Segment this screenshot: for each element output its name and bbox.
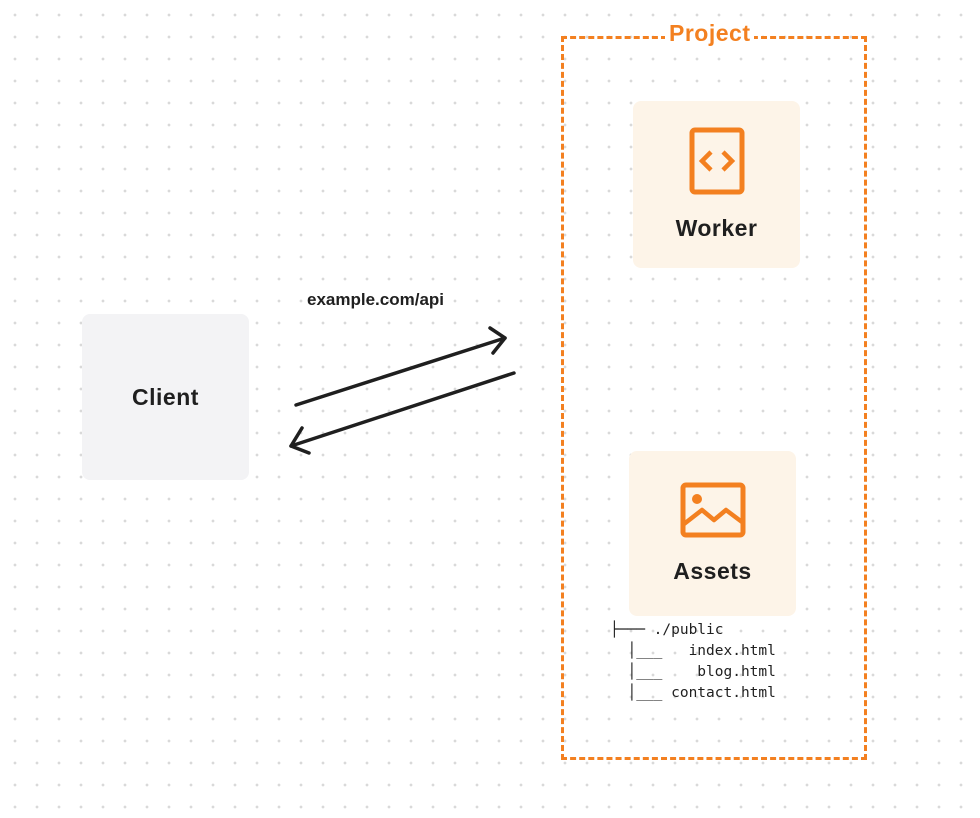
assets-node: Assets [629,451,796,616]
assets-file-tree: ├─── ./public │___ index.html │___ blog.… [610,620,776,704]
project-label: Project [665,20,755,47]
worker-label: Worker [675,215,758,241]
connection-label: example.com/api [307,290,445,309]
code-file-icon [689,127,744,195]
assets-label: Assets [673,558,752,584]
tree-line: │___ blog.html [610,664,776,680]
worker-node: Worker [633,101,800,268]
response-arrow [289,371,516,455]
tree-line: │___ contact.html [610,685,776,701]
client-label: Client [132,383,199,410]
tree-line: │___ index.html [610,643,776,659]
tree-line: ├─── ./public [610,622,724,638]
request-arrow [294,326,507,407]
client-node: Client [82,314,249,480]
image-icon [680,482,745,538]
